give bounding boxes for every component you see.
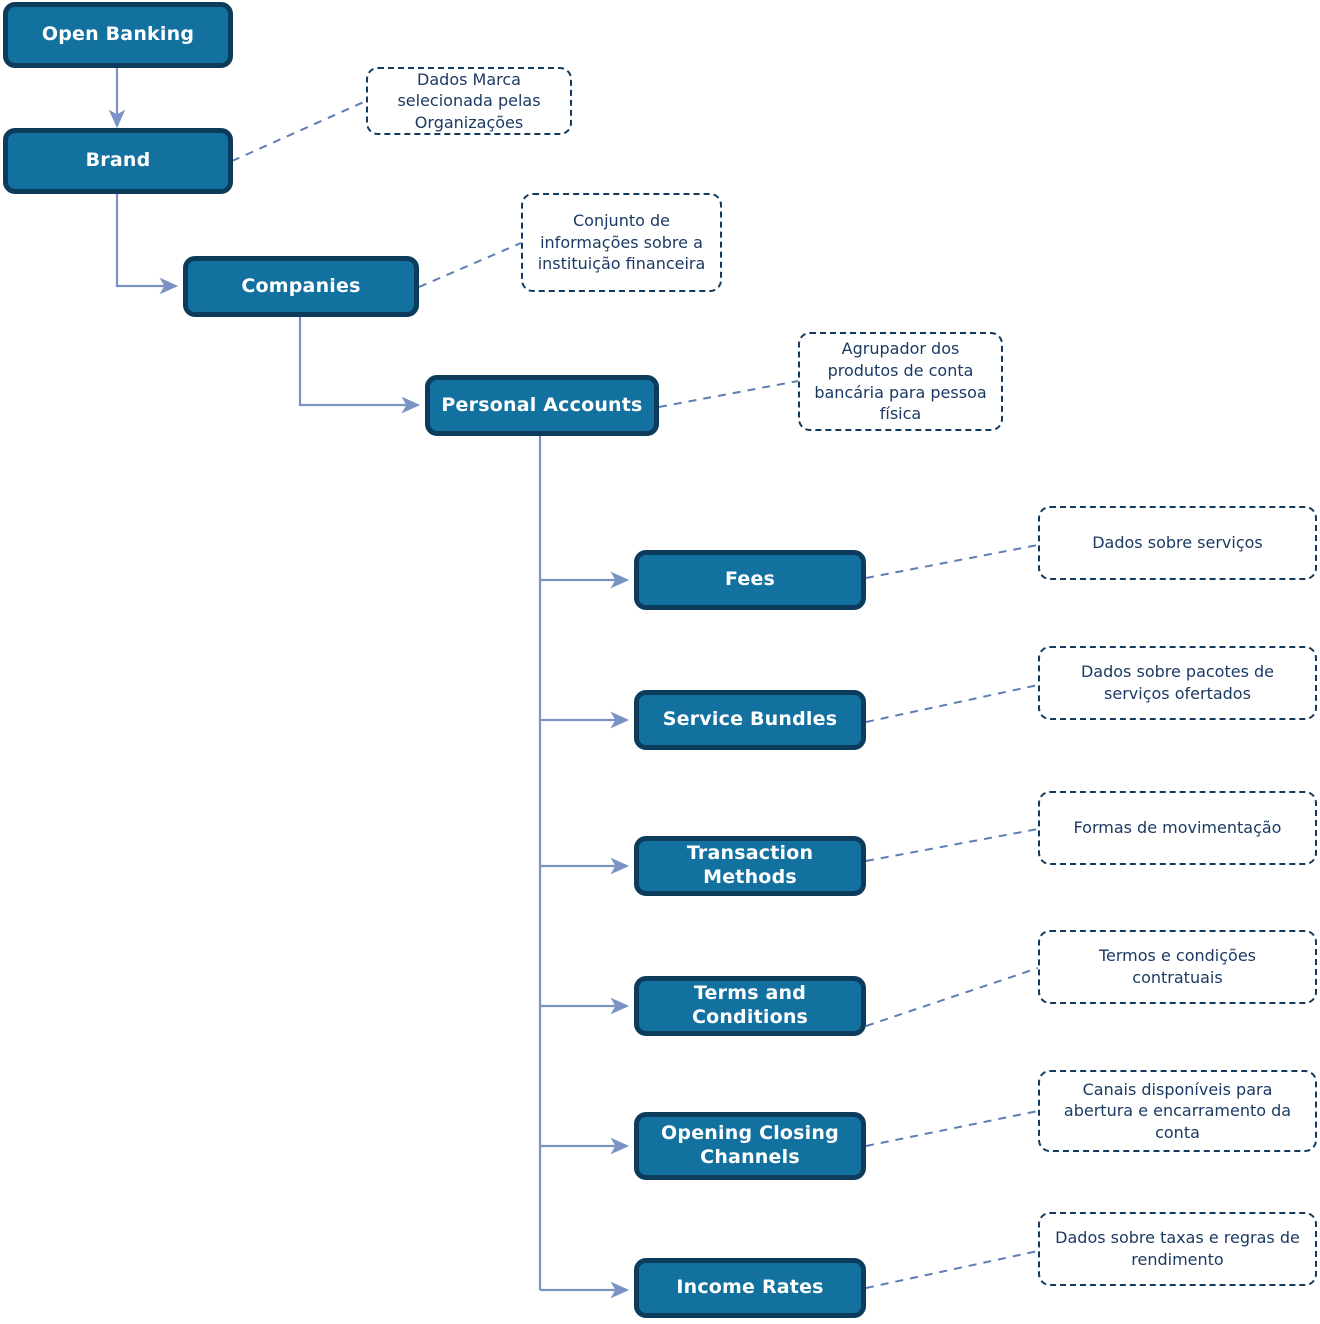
node-service-bundles[interactable]: Service Bundles xyxy=(634,690,866,750)
node-fees[interactable]: Fees xyxy=(634,550,866,610)
note-service-bundles-text: Dados sobre pacotes de serviços ofertado… xyxy=(1080,662,1274,703)
node-income-rates-label: Income Rates xyxy=(676,1276,824,1299)
node-personal-accounts[interactable]: Personal Accounts xyxy=(425,375,659,436)
node-brand[interactable]: Brand xyxy=(3,128,233,194)
link-opening-closing-channels-to-note xyxy=(865,1110,1039,1147)
node-terms-and-conditions[interactable]: Terms and Conditions xyxy=(634,976,866,1036)
note-personal-accounts-text: Agrupador dos produtos de conta bancária… xyxy=(814,339,987,424)
note-fees-text: Dados sobre serviços xyxy=(1092,533,1263,553)
node-companies[interactable]: Companies xyxy=(183,256,419,317)
node-opening-closing-channels-label-line2: Channels xyxy=(700,1146,800,1168)
note-transaction-methods-text: Formas de movimentação xyxy=(1073,818,1282,838)
node-personal-accounts-label: Personal Accounts xyxy=(441,393,643,416)
node-transaction-methods-label: Transaction Methods xyxy=(686,842,814,888)
node-opening-closing-channels[interactable]: Opening Closing Channels xyxy=(634,1112,866,1180)
note-companies-text: Conjunto de informações sobre a institui… xyxy=(537,211,706,274)
link-brand-to-note xyxy=(231,100,367,162)
link-companies-to-note xyxy=(418,242,522,288)
note-income-rates: Dados sobre taxas e regras de rendimento xyxy=(1038,1212,1317,1286)
note-income-rates-text: Dados sobre taxas e regras de rendimento xyxy=(1055,1228,1300,1269)
note-companies: Conjunto de informações sobre a institui… xyxy=(521,193,722,292)
node-terms-and-conditions-label: Terms and Conditions xyxy=(691,982,809,1028)
node-transaction-methods[interactable]: Transaction Methods xyxy=(634,836,866,896)
node-brand-label: Brand xyxy=(85,149,151,172)
link-terms-and-conditions-to-note xyxy=(865,967,1039,1027)
node-fees-label: Fees xyxy=(724,568,776,591)
note-brand-text: Dados Marca selecionada pelas Organizaçõ… xyxy=(397,69,541,132)
note-transaction-methods: Formas de movimentação xyxy=(1038,791,1317,865)
node-open-banking-label: Open Banking xyxy=(41,23,195,46)
node-open-banking[interactable]: Open Banking xyxy=(3,2,233,68)
note-opening-closing-channels: Canais disponíveis para abertura e encar… xyxy=(1038,1070,1317,1152)
note-personal-accounts: Agrupador dos produtos de conta bancária… xyxy=(798,332,1003,431)
edge-brand-to-companies xyxy=(115,193,179,295)
link-service-bundles-to-note xyxy=(865,684,1039,723)
note-brand: Dados Marca selecionada pelas Organizaçõ… xyxy=(366,67,572,135)
note-service-bundles: Dados sobre pacotes de serviços ofertado… xyxy=(1038,646,1317,720)
link-fees-to-note xyxy=(865,544,1039,579)
note-opening-closing-channels-text: Canais disponíveis para abertura e encar… xyxy=(1063,1079,1292,1142)
node-service-bundles-label: Service Bundles xyxy=(662,708,838,731)
edge-companies-to-personal-accounts xyxy=(298,317,421,414)
note-fees: Dados sobre serviços xyxy=(1038,506,1317,580)
node-companies-label: Companies xyxy=(241,274,361,297)
link-transaction-methods-to-note xyxy=(865,828,1039,862)
link-income-rates-to-note xyxy=(865,1250,1039,1289)
note-terms-and-conditions: Termos e condições contratuais xyxy=(1038,930,1317,1004)
node-opening-closing-channels-label-line1: Opening Closing xyxy=(661,1122,839,1145)
node-income-rates[interactable]: Income Rates xyxy=(634,1258,866,1318)
note-terms-and-conditions-text: Termos e condições contratuais xyxy=(1098,946,1256,987)
link-personal-accounts-to-note xyxy=(658,380,799,408)
